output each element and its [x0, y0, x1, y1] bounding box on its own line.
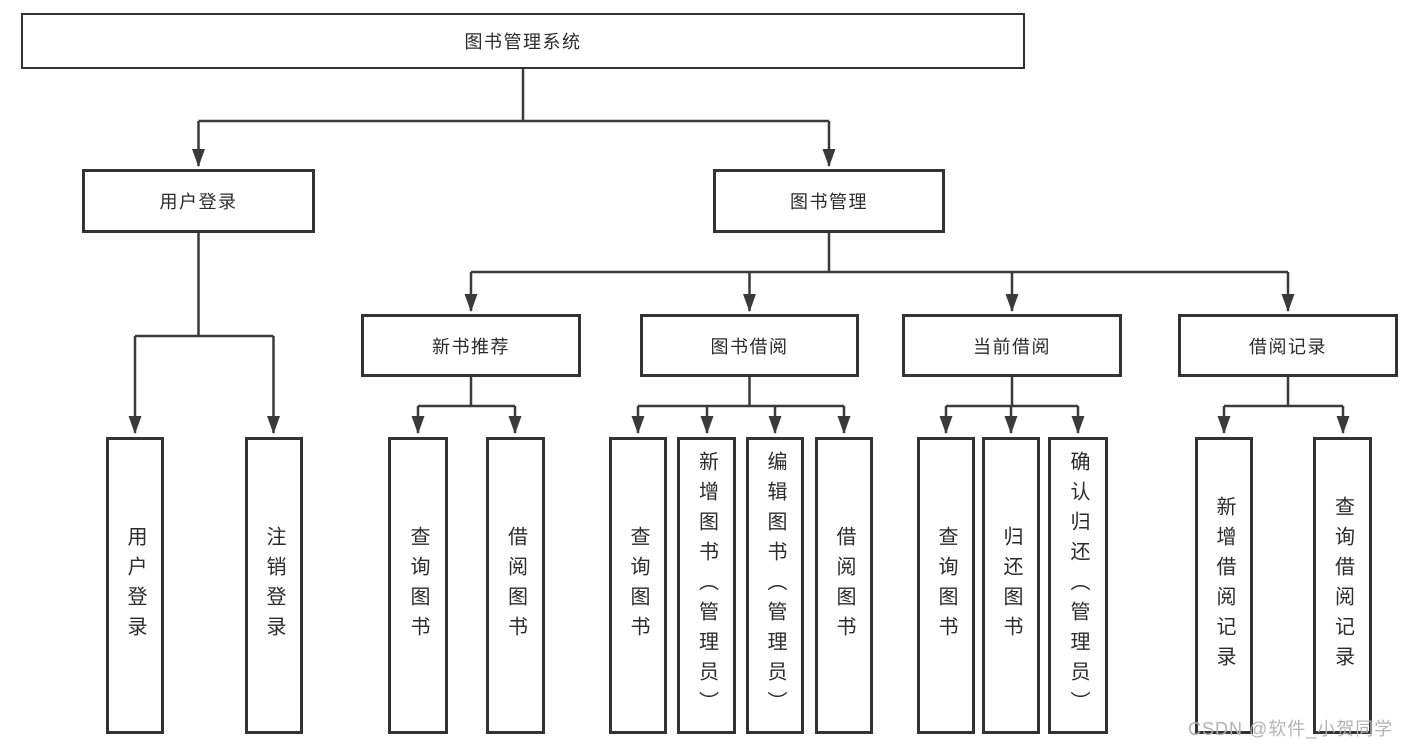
node-label: 用户登录	[159, 192, 238, 212]
node-label: 图书管理	[790, 192, 868, 212]
node-label: 查询图书	[627, 525, 649, 646]
node-label: 编辑图书（管理员）	[764, 450, 786, 721]
node-book-management: 图书管理	[713, 169, 945, 233]
node-query-borrow-record: 查询借阅记录	[1313, 437, 1372, 734]
node-label: 借阅记录	[1249, 336, 1327, 357]
node-label: 图书借阅	[710, 336, 789, 357]
node-borrow-books-borrowing: 借阅图书	[815, 437, 873, 734]
node-return-books: 归还图书	[982, 437, 1040, 734]
connector-rails	[135, 69, 1343, 408]
node-book-borrowing: 图书借阅	[640, 314, 859, 377]
node-label: 注销登录	[263, 525, 285, 646]
node-label: 查询图书	[407, 525, 429, 646]
node-label: 确认归还（管理员）	[1067, 450, 1089, 721]
node-logout-action: 注销登录	[245, 437, 303, 734]
node-borrow-books-recommend: 借阅图书	[486, 437, 545, 734]
node-label: 归还图书	[1000, 525, 1022, 646]
node-label: 借阅图书	[504, 525, 527, 646]
node-label: 借阅图书	[833, 525, 855, 646]
node-edit-books-admin: 编辑图书（管理员）	[746, 437, 804, 734]
node-borrowing-records: 借阅记录	[1178, 314, 1398, 377]
node-label: 新书推荐	[432, 336, 510, 357]
node-label: 查询图书	[935, 525, 957, 646]
node-label: 新增借阅记录	[1213, 495, 1235, 676]
node-label: 查询借阅记录	[1331, 495, 1354, 676]
node-new-book-recommendation: 新书推荐	[361, 314, 581, 377]
csdn-watermark: CSDN @软件_小贺同学	[1188, 719, 1394, 739]
node-current-borrowing: 当前借阅	[902, 314, 1122, 377]
node-query-books-borrowing: 查询图书	[609, 437, 667, 734]
node-label: 用户登录	[124, 525, 146, 646]
node-add-borrow-record: 新增借阅记录	[1195, 437, 1253, 734]
node-label: 新增图书（管理员）	[695, 450, 718, 721]
node-label: 当前借阅	[973, 336, 1051, 357]
node-user-login-action: 用户登录	[106, 437, 164, 734]
node-label: 图书管理系统	[464, 32, 582, 52]
node-add-books-admin: 新增图书（管理员）	[677, 437, 736, 734]
node-user-login: 用户登录	[82, 169, 315, 233]
node-query-books-current: 查询图书	[917, 437, 975, 734]
node-library-management-system: 图书管理系统	[21, 13, 1025, 69]
node-query-books-recommend: 查询图书	[388, 437, 448, 734]
node-confirm-return-admin: 确认归还（管理员）	[1048, 437, 1108, 734]
